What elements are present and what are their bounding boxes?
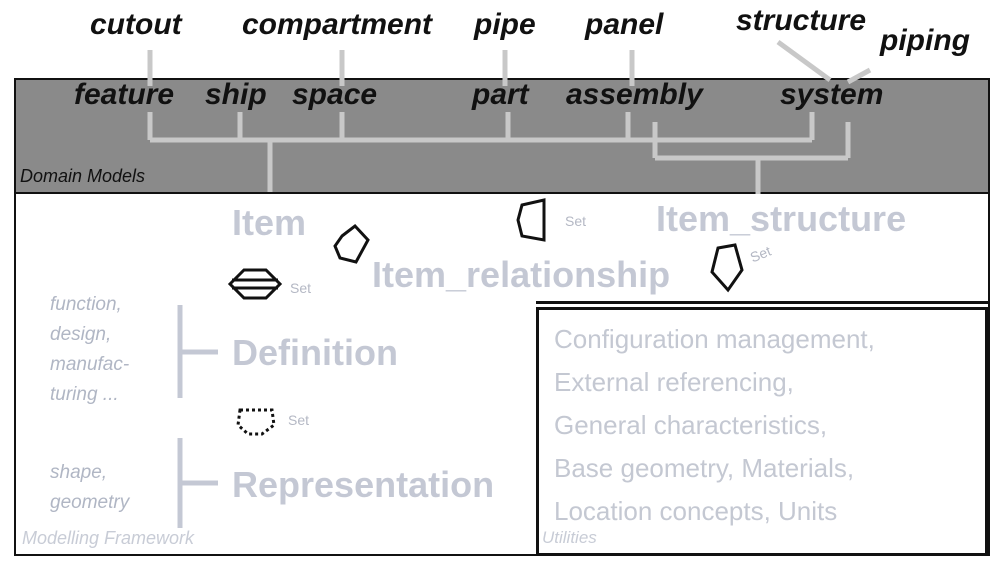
- domain-models-band: [14, 78, 990, 194]
- label-structure: structure: [736, 4, 867, 37]
- label-part: part: [472, 78, 529, 111]
- modelling-framework-caption: Modelling Framework: [22, 528, 195, 548]
- utilities-line: General characteristics,: [554, 410, 828, 440]
- structure-set-symbol: [516, 198, 546, 242]
- label-panel: panel: [585, 8, 664, 41]
- label-space: space: [292, 78, 378, 111]
- relationship-set-symbol: [333, 223, 370, 264]
- utilities-panel: [536, 301, 988, 556]
- utilities-line: Configuration management,: [554, 324, 875, 354]
- utilities-caption: Utilities: [542, 528, 597, 547]
- label-pipe: pipe: [474, 8, 536, 41]
- entity-representation: Representation: [232, 464, 495, 505]
- definition-set-symbol: [236, 408, 276, 436]
- representation-note: shape, geometry: [50, 462, 130, 513]
- entity-item-structure: Item_structure: [656, 198, 907, 239]
- entity-definition: Definition: [232, 332, 398, 373]
- relationship-structure-set-symbol: [710, 243, 744, 293]
- label-ship: ship: [205, 78, 267, 111]
- entity-item: Item: [232, 202, 307, 243]
- label-feature: feature: [74, 78, 175, 111]
- label-compartment: compartment: [242, 8, 433, 41]
- domain-models-caption: Domain Models: [20, 166, 146, 186]
- item-set-symbol: [227, 268, 283, 300]
- label-system: system: [780, 78, 884, 111]
- label-assembly: assembly: [566, 78, 703, 111]
- utilities-line: Location concepts, Units: [554, 496, 838, 526]
- piping-connector: [846, 67, 872, 85]
- set-label-definition: Set: [288, 412, 310, 428]
- definition-note: function, design, manufac-turing ...: [50, 294, 130, 405]
- utilities-line: External referencing,: [554, 367, 794, 397]
- utilities-list: Configuration management, External refer…: [554, 318, 875, 533]
- label-piping: piping: [880, 24, 970, 57]
- set-label-structure: Set: [565, 213, 587, 229]
- label-cutout: cutout: [90, 8, 182, 41]
- entity-item-relationship: Item_relationship: [372, 254, 671, 295]
- utilities-line: Base geometry, Materials,: [554, 453, 855, 483]
- set-label-item: Set: [290, 280, 312, 296]
- structure-connector: [776, 39, 832, 83]
